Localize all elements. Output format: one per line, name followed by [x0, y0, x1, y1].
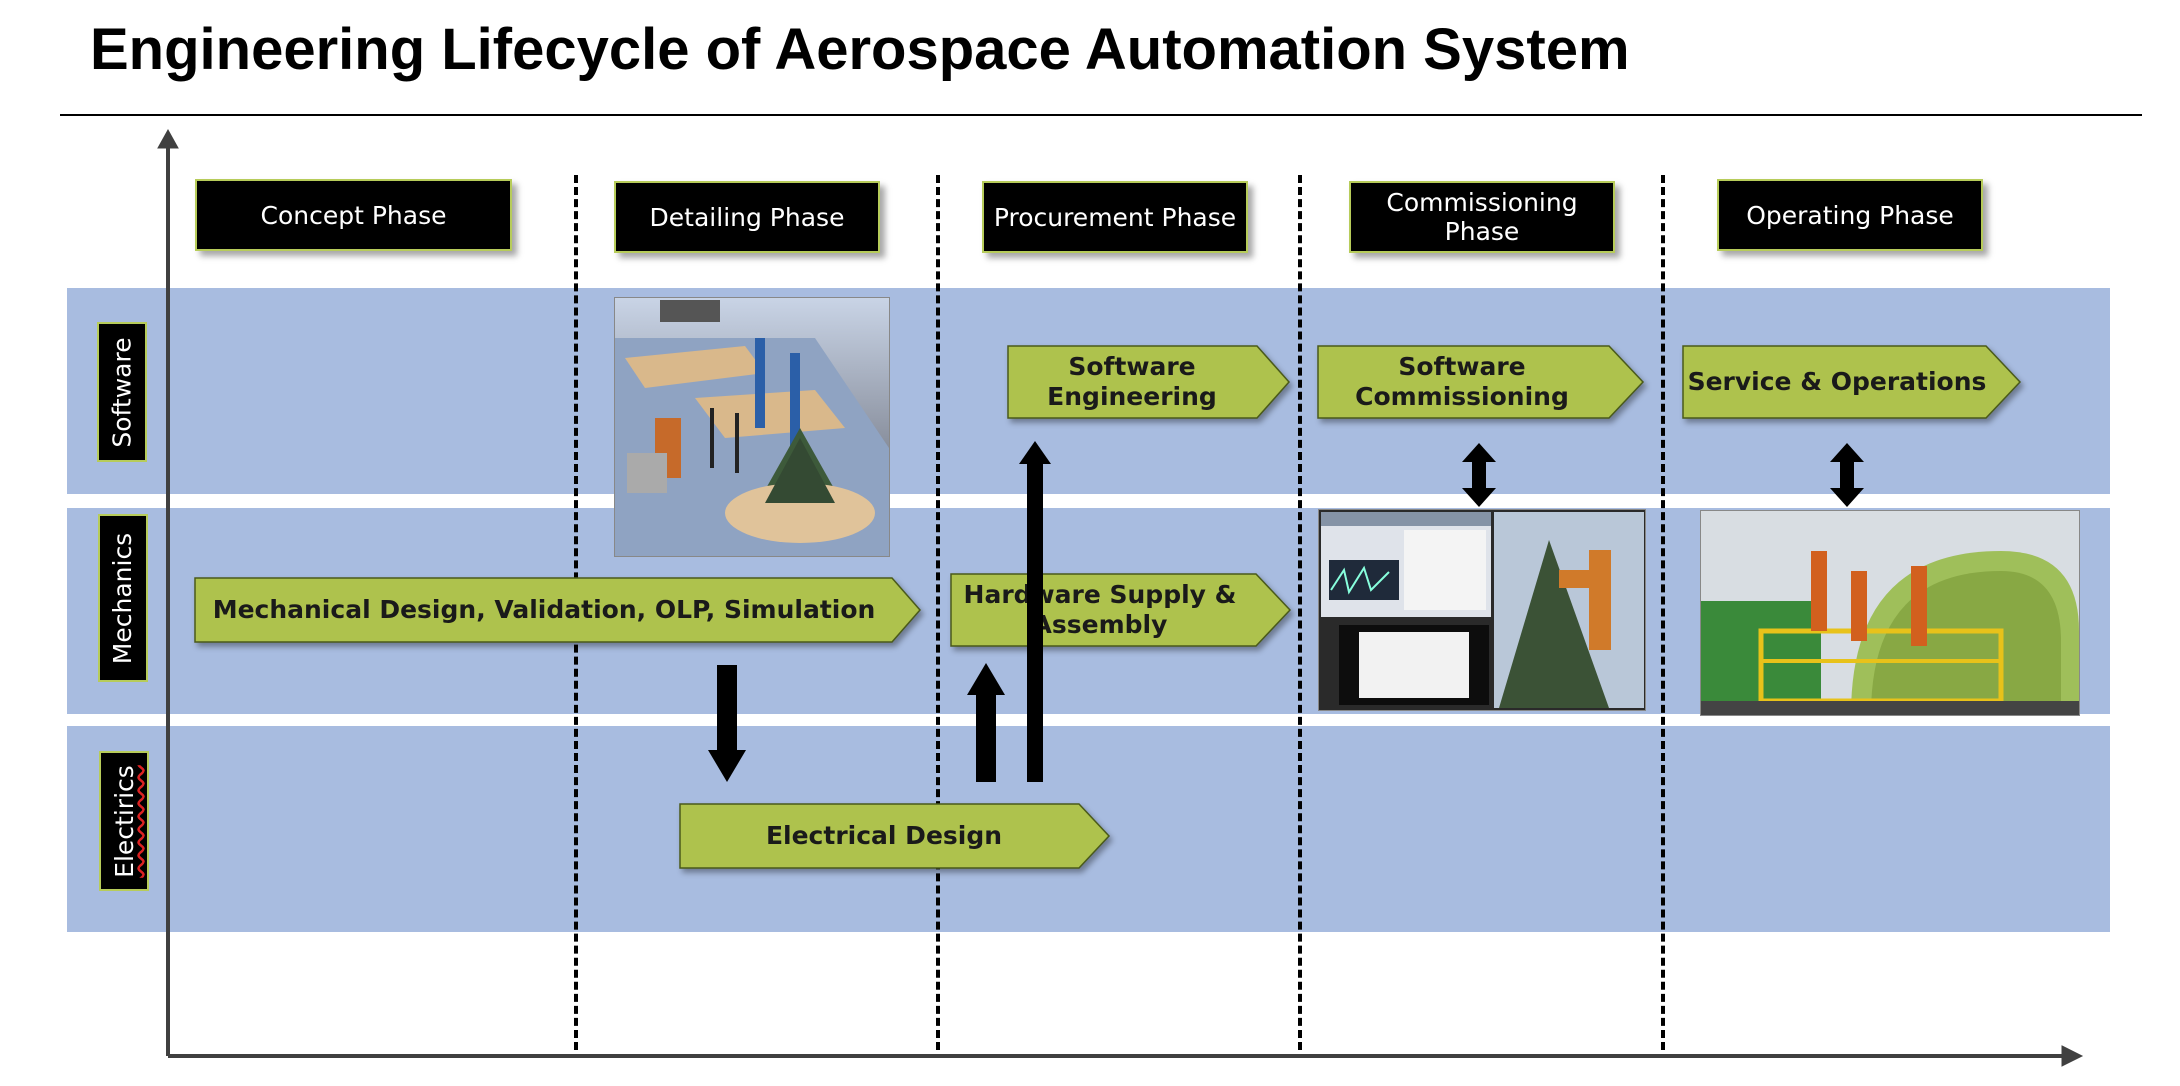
task-label: Service & Operations [1687, 367, 1987, 396]
arrow-down-head [708, 750, 746, 782]
x-axis-arrowhead [2061, 1045, 2084, 1067]
phase-divider [1661, 175, 1665, 1050]
lane-label-software: Software [97, 322, 147, 462]
task-software-commissioning: Software Commissioning [1317, 345, 1645, 419]
phase-detailing: Detailing Phase [614, 181, 880, 253]
task-electrical-design: Electrical Design [679, 803, 1111, 869]
phase-operating: Operating Phase [1717, 179, 1983, 251]
double-arrow-operating [1840, 460, 1854, 490]
task-mechanical-design: Mechanical Design, Validation, OLP, Simu… [194, 577, 922, 643]
arrow-up-tall-shaft [1027, 462, 1043, 782]
detailing-layout-image [614, 297, 890, 557]
phase-procurement: Procurement Phase [982, 181, 1248, 253]
phase-divider [936, 175, 940, 1050]
arrow-up-short-head [967, 663, 1005, 695]
task-software-engineering: Software Engineering [1007, 345, 1291, 419]
page-title: Engineering Lifecycle of Aerospace Autom… [90, 17, 1630, 82]
title-divider [60, 114, 2142, 116]
task-label: Hardware Supply & Assembly [963, 580, 1237, 639]
task-label: Software Commissioning [1355, 352, 1569, 411]
operating-image [1700, 510, 2080, 716]
arrow-up-short-shaft [976, 690, 996, 782]
lane-label-mechanics: Mechanics [98, 514, 148, 682]
commissioning-image [1318, 509, 1646, 711]
arrow-down-shaft [717, 665, 737, 755]
arrow-up-tall-head [1019, 441, 1051, 464]
task-label: Software Engineering [1047, 352, 1217, 411]
task-service-operations: Service & Operations [1682, 345, 2022, 419]
phase-divider [1298, 175, 1302, 1050]
double-arrow-commissioning [1472, 460, 1486, 490]
task-label: Mechanical Design, Validation, OLP, Simu… [212, 595, 876, 624]
y-axis-arrowhead [157, 128, 179, 149]
phase-concept: Concept Phase [195, 179, 512, 251]
phase-commissioning: Commissioning Phase [1349, 181, 1615, 253]
lane-label-electrics: Electirics [99, 751, 149, 891]
task-label: Electrical Design [765, 821, 1003, 850]
